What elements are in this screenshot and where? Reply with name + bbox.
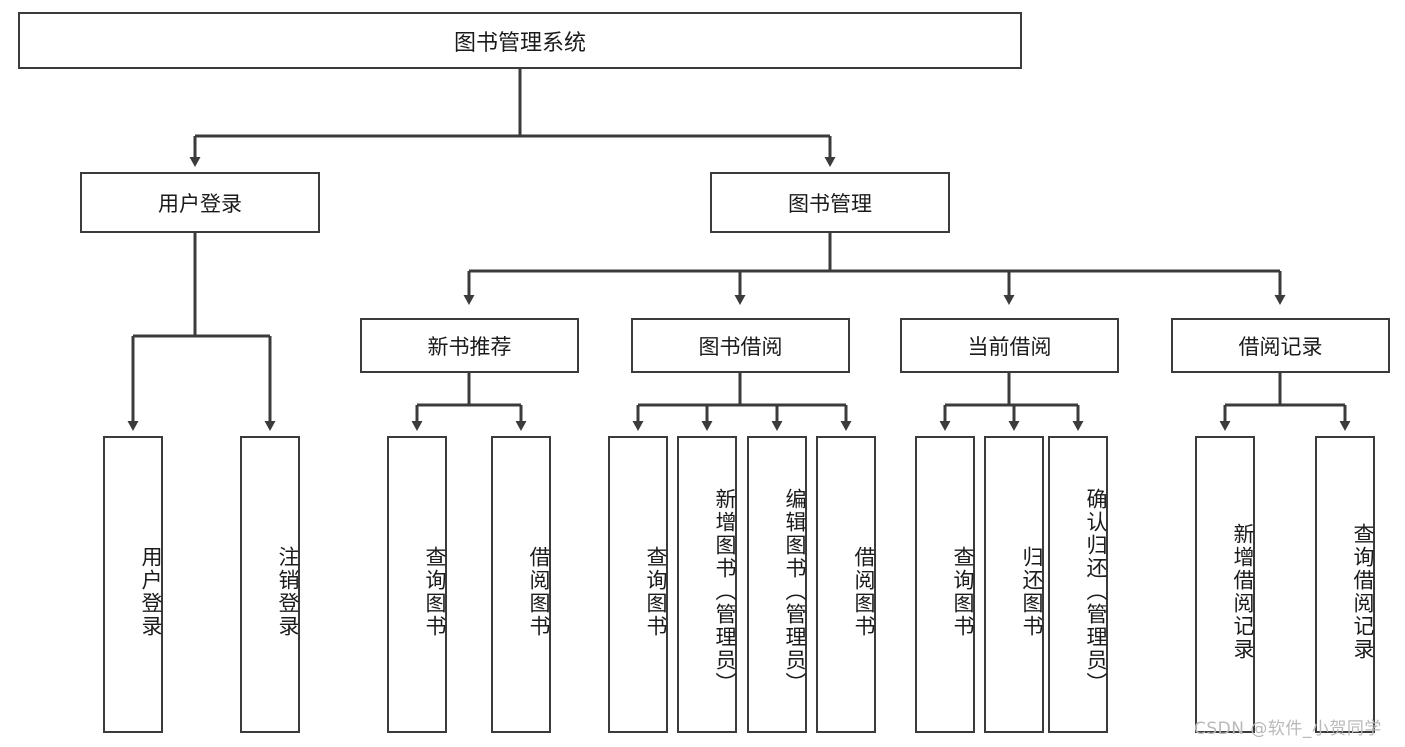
node-root-label: 图书管理系统 xyxy=(453,30,586,56)
node-book-manage[interactable]: 图书管理 xyxy=(710,172,950,233)
node-new-book-recommend[interactable]: 新书推荐 xyxy=(360,318,579,373)
leaf-query-record-label: 查询借阅记录 xyxy=(1351,522,1375,661)
leaf-logout-label: 注销登录 xyxy=(276,545,300,638)
leaf-query-record[interactable]: 查询借阅记录 xyxy=(1315,436,1375,733)
leaf-query-book-b-label: 查询图书 xyxy=(644,545,668,638)
leaf-borrow-book-a[interactable]: 借阅图书 xyxy=(491,436,551,733)
leaf-edit-book-label: 编辑图书（管理员） xyxy=(783,488,807,695)
leaf-return-book-label: 归还图书 xyxy=(1020,545,1044,638)
node-book-borrow[interactable]: 图书借阅 xyxy=(631,318,850,373)
leaf-query-book-b[interactable]: 查询图书 xyxy=(608,436,668,733)
leaf-confirm-return-label: 确认归还（管理员） xyxy=(1084,488,1108,695)
leaf-borrow-book-b-label: 借阅图书 xyxy=(852,545,876,638)
node-borrow-record[interactable]: 借阅记录 xyxy=(1171,318,1390,373)
leaf-confirm-return[interactable]: 确认归还（管理员） xyxy=(1048,436,1108,733)
leaf-user-login[interactable]: 用户登录 xyxy=(103,436,163,733)
leaf-query-book-a-label: 查询图书 xyxy=(423,545,447,638)
node-current-borrow-label: 当前借阅 xyxy=(967,334,1052,359)
node-user-login[interactable]: 用户登录 xyxy=(80,172,320,233)
leaf-add-record[interactable]: 新增借阅记录 xyxy=(1195,436,1255,733)
leaf-add-book[interactable]: 新增图书（管理员） xyxy=(677,436,737,733)
leaf-query-book-c-label: 查询图书 xyxy=(951,545,975,638)
leaf-borrow-book-a-label: 借阅图书 xyxy=(527,545,551,638)
node-new-book-recommend-label: 新书推荐 xyxy=(427,334,512,359)
csdn-watermark: CSDN @软件_小贺同学 xyxy=(1194,719,1382,739)
node-book-borrow-label: 图书借阅 xyxy=(698,334,783,359)
leaf-add-book-label: 新增图书（管理员） xyxy=(713,488,737,695)
node-borrow-record-label: 借阅记录 xyxy=(1238,334,1323,359)
leaf-edit-book[interactable]: 编辑图书（管理员） xyxy=(747,436,807,733)
node-root[interactable]: 图书管理系统 xyxy=(18,12,1022,69)
leaf-borrow-book-b[interactable]: 借阅图书 xyxy=(816,436,876,733)
leaf-user-login-label: 用户登录 xyxy=(139,545,163,638)
node-current-borrow[interactable]: 当前借阅 xyxy=(900,318,1119,373)
leaf-query-book-a[interactable]: 查询图书 xyxy=(387,436,447,733)
leaf-logout[interactable]: 注销登录 xyxy=(240,436,300,733)
leaf-query-book-c[interactable]: 查询图书 xyxy=(915,436,975,733)
node-book-manage-label: 图书管理 xyxy=(788,191,872,216)
leaf-return-book[interactable]: 归还图书 xyxy=(984,436,1044,733)
node-user-login-label: 用户登录 xyxy=(158,191,242,216)
leaf-add-record-label: 新增借阅记录 xyxy=(1231,522,1255,661)
